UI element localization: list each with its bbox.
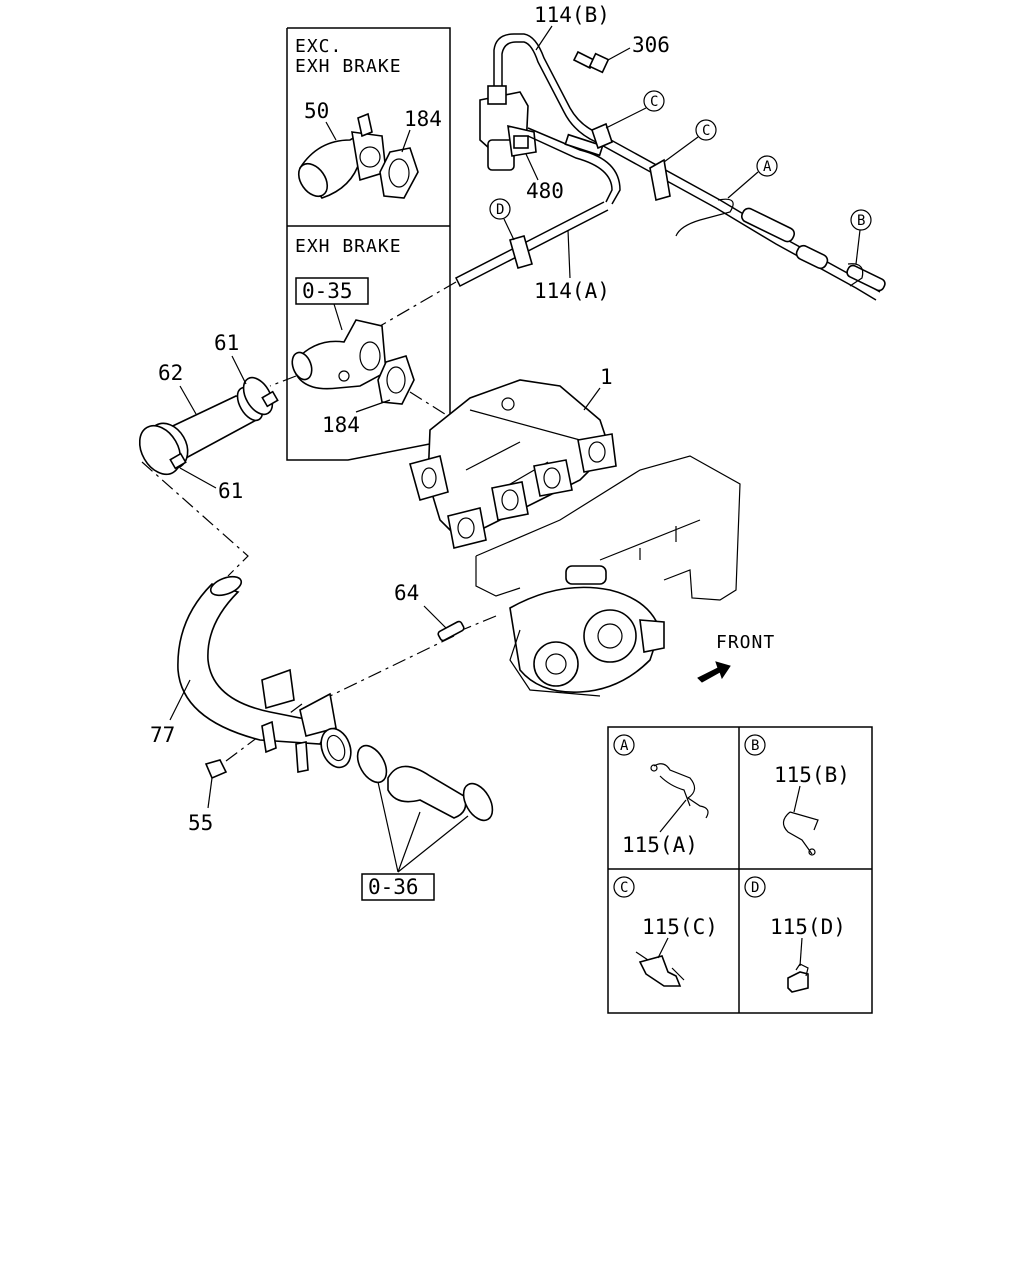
ref-0-36-box (361, 873, 435, 901)
panel-b: B 115(B) (744, 734, 850, 856)
label-306: 306 (632, 33, 670, 57)
vacuum-hose-assembly (454, 33, 886, 301)
label-480: 480 (526, 179, 564, 203)
clamp-61-top (242, 376, 279, 416)
panel-b-label: 115(B) (774, 763, 850, 787)
hose-0-36-group (356, 744, 494, 822)
callout-b-main: B (850, 209, 872, 265)
panel-a-callout: A (620, 738, 629, 754)
label-61-bottom: 61 (218, 479, 243, 503)
panel-c-callout: C (620, 880, 628, 896)
detail-panels: A 115(A) B 115(B) C 115(C) (607, 726, 873, 1014)
callout-a-main: A (727, 155, 778, 199)
turbocharger (509, 565, 665, 697)
callout-c-2-text: C (702, 123, 710, 139)
label-61-top: 61 (214, 331, 239, 355)
intake-manifold-1 (409, 379, 617, 549)
panel-d-callout: D (751, 880, 759, 896)
panel-c: C 115(C) (613, 876, 718, 987)
label-114b: 114(B) (534, 3, 610, 27)
label-55: 55 (188, 811, 213, 835)
exh-brake-valve (291, 319, 387, 390)
exc-line1-text: EXC. (295, 36, 342, 57)
stud-64 (437, 620, 465, 642)
panel-b-callout: B (751, 738, 759, 754)
panel-d: D 115(D) (744, 876, 846, 993)
panel-a-label: 115(A) (622, 833, 698, 857)
label-184-mid: 184 (322, 413, 360, 437)
ref-0-36: 0-36 (368, 875, 419, 899)
label-62: 62 (158, 361, 183, 385)
elbow-50 (297, 112, 387, 199)
clamp-61-bottom (138, 424, 187, 476)
callout-c-1-text: C (650, 94, 658, 110)
nut-55 (204, 759, 228, 780)
callout-c-2: C (663, 119, 717, 163)
front-arrow-icon (697, 661, 731, 683)
panel-c-label: 115(C) (642, 915, 718, 939)
label-77: 77 (150, 723, 175, 747)
ref-0-35-box (295, 277, 369, 305)
callout-c-1: C (605, 90, 665, 129)
gasket-184-mid (377, 355, 415, 405)
exh-brake-inset: EXC. EXH BRAKE EXH BRAKE 50 184 0-35 (286, 27, 451, 461)
callout-d-main-text: D (496, 202, 504, 218)
label-114a: 114(A) (534, 279, 610, 303)
engine-block (475, 455, 741, 601)
callout-a-main-text: A (763, 159, 772, 175)
label-184-top: 184 (404, 107, 442, 131)
pipe-77 (177, 575, 352, 773)
gasket-184-top (379, 147, 419, 199)
exh-brake-text: EXH BRAKE (295, 236, 402, 257)
exc-line2-text: EXH BRAKE (295, 56, 402, 77)
front-label: FRONT (716, 632, 775, 653)
label-64: 64 (394, 581, 419, 605)
label-50: 50 (304, 99, 329, 123)
panel-d-label: 115(D) (770, 915, 846, 939)
panel-a: A 115(A) (613, 734, 709, 857)
callout-d-main: D (489, 198, 515, 241)
ref-0-35: 0-35 (302, 279, 353, 303)
label-1: 1 (600, 365, 613, 389)
callout-b-main-text: B (857, 213, 865, 229)
